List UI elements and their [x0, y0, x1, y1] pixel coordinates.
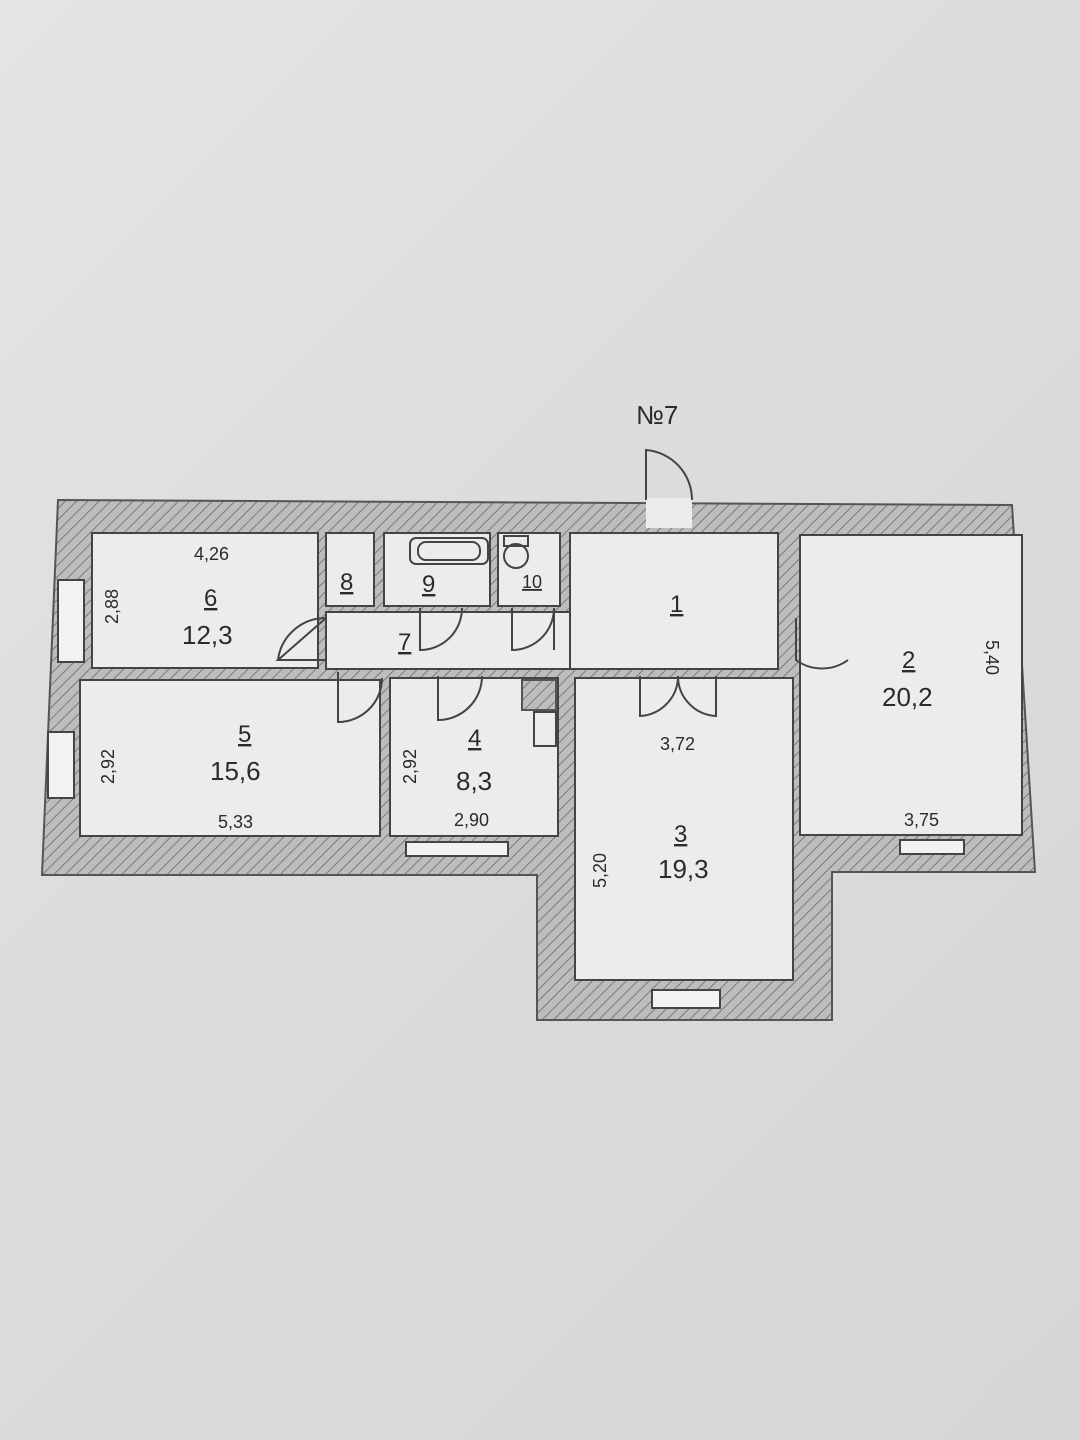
room-3 — [574, 677, 794, 981]
plan-title: №7 — [636, 400, 678, 430]
door-room4 — [437, 675, 483, 722]
toilet-icon — [503, 535, 529, 569]
window-room4 — [405, 841, 509, 857]
room-5 — [79, 679, 381, 837]
door-room9 — [419, 607, 463, 652]
door-room3 — [639, 675, 717, 718]
room-9-number: 9 — [422, 571, 435, 598]
room-7 — [325, 611, 572, 670]
window-room6 — [57, 579, 85, 663]
room3-height: 5,20 — [590, 853, 610, 888]
room-1 — [569, 532, 779, 670]
room-6-number: 6 — [204, 585, 217, 612]
room5-height: 2,92 — [98, 749, 118, 784]
bathtub-icon — [409, 537, 489, 565]
room-9 — [383, 532, 491, 607]
window-room3 — [651, 989, 721, 1009]
room-1-number: 1 — [670, 591, 683, 618]
room4-width: 2,90 — [454, 810, 489, 830]
door-room5 — [337, 672, 383, 724]
room6-width: 4,26 — [194, 544, 229, 564]
door-room1-room2 — [795, 618, 849, 670]
room-10-number: 10 — [522, 572, 542, 592]
room-3-area: 19,3 — [658, 854, 709, 884]
room-4-number: 4 — [468, 725, 481, 752]
room-8 — [325, 532, 375, 607]
room-2 — [799, 534, 1023, 836]
window-room5 — [47, 731, 75, 799]
room-2-number: 2 — [902, 647, 915, 674]
door-room10 — [511, 607, 555, 652]
room2-width: 3,75 — [904, 810, 939, 830]
stove-icon — [521, 679, 557, 747]
room-5-area: 15,6 — [210, 756, 261, 786]
entrance-door — [645, 448, 694, 501]
room-4-area: 8,3 — [456, 766, 492, 796]
room3-width: 3,72 — [660, 734, 695, 754]
room2-height: 5,40 — [982, 640, 1002, 675]
room-3-number: 3 — [674, 821, 687, 848]
room-8-number: 8 — [340, 569, 353, 596]
room4-height: 2,92 — [400, 749, 420, 784]
room6-height: 2,88 — [102, 589, 122, 624]
room-2-area: 20,2 — [882, 682, 933, 712]
room5-width: 5,33 — [218, 812, 253, 832]
room-5-number: 5 — [238, 721, 251, 748]
window-room2 — [899, 839, 965, 855]
room-7-number: 7 — [398, 629, 411, 656]
room-6-area: 12,3 — [182, 620, 233, 650]
door-room6-arc — [277, 616, 327, 661]
room-6 — [91, 532, 319, 669]
